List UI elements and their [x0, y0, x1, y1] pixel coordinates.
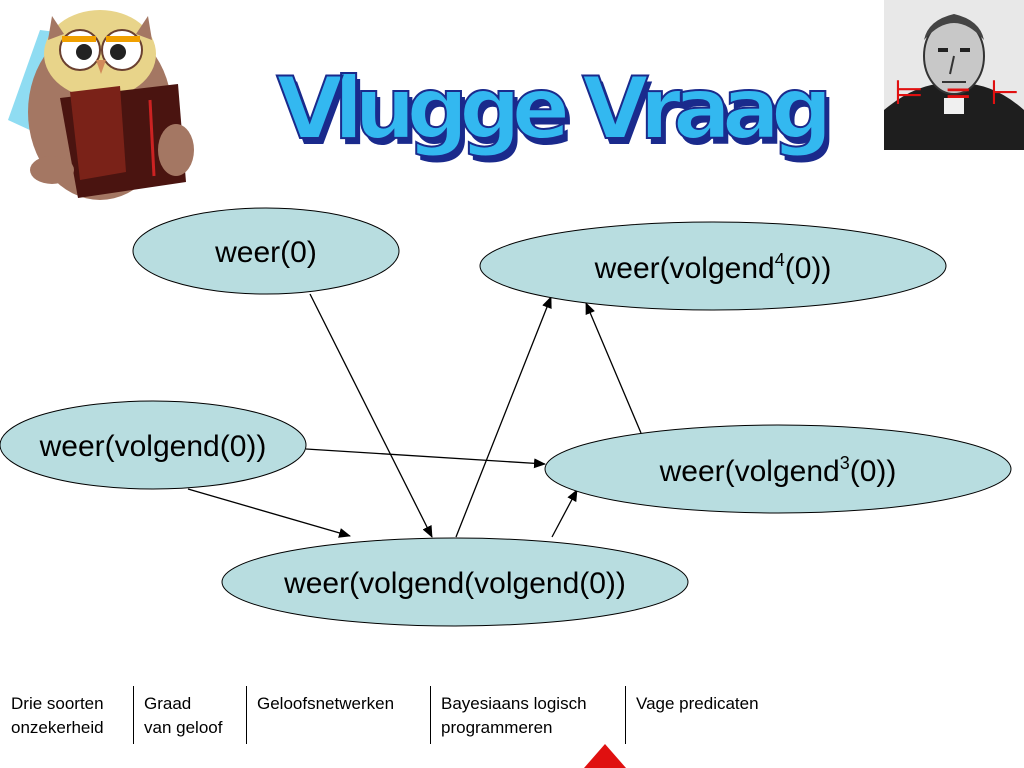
node-label: weer(volgend4(0)) [594, 250, 832, 285]
svg-text:Vlugge Vraag: Vlugge Vraag [276, 59, 826, 159]
node-shape [479, 221, 947, 311]
node-label: weer(volgend(volgend(0)) [283, 567, 626, 600]
slide-title: Vlugge Vraag Vlugge Vraag [275, 58, 839, 165]
edge-n2-to-n3 [551, 489, 578, 538]
current-section-marker-icon[interactable] [584, 744, 626, 768]
footer-item-line2: van geloof [144, 718, 223, 737]
edge-n1-to-n3 [305, 448, 546, 469]
node-weer-volgend-3: weer(volgend3(0)) [544, 424, 1012, 514]
models-symbol: ⊨ [894, 73, 924, 113]
node-shape [544, 424, 1012, 514]
footer-item-vage-predicaten[interactable]: Vage predicaten [636, 692, 759, 716]
portrait-image [884, 0, 1024, 150]
node-label: weer(0) [214, 236, 317, 269]
footer-item-line1: Drie soorten [11, 694, 104, 713]
footer-item-line1: Graad [144, 694, 192, 713]
footer-divider [625, 686, 626, 744]
node-shape [0, 400, 307, 490]
footer-item-geloofsnetwerken[interactable]: Geloofsnetwerken [257, 692, 394, 716]
node-label: weer(volgend(0)) [39, 430, 267, 463]
footer-item-line1: Geloofsnetwerken [257, 694, 395, 713]
diagram-edges [187, 293, 642, 538]
owl-reading-book-icon [8, 10, 194, 200]
footer-item-drie-soorten[interactable]: Drie soorten onzekerheid [11, 692, 104, 740]
footer-divider [430, 686, 431, 744]
node-weer-volgend-volgend-0: weer(volgend(volgend(0)) [221, 537, 689, 627]
footer-item-graad-van-geloof[interactable]: Graad van geloof [144, 692, 222, 740]
footer-item-line1: Bayesiaans logisch [441, 694, 587, 713]
edge-n0-to-n2 [309, 293, 433, 538]
footer-item-line2: programmeren [441, 718, 553, 737]
node-weer-0: weer(0) [132, 207, 400, 295]
footer-divider [246, 686, 247, 744]
node-weer-volgend-0: weer(volgend(0)) [0, 400, 307, 490]
edge-n2-to-n4 [455, 296, 552, 538]
node-label: weer(volgend3(0)) [659, 453, 897, 488]
footer-divider [133, 686, 134, 744]
footer-item-bayesiaans[interactable]: Bayesiaans logisch programmeren [441, 692, 587, 740]
edge-n3-to-n4 [585, 302, 642, 434]
svg-text:Vlugge Vraag: Vlugge Vraag [280, 65, 830, 165]
logic-symbols: ⊨ = ⊢ [894, 73, 1020, 113]
footer-item-line1: Vage predicaten [636, 694, 759, 713]
footer-navigation: Drie soorten onzekerheid Graad van geloo… [0, 686, 1024, 768]
node-shape [221, 537, 689, 627]
edge-n1-to-n2 [187, 488, 351, 538]
node-weer-volgend-4: weer(volgend4(0)) [479, 221, 947, 311]
node-shape [132, 207, 400, 295]
footer-item-line2: onzekerheid [11, 718, 104, 737]
equals-symbol: = [944, 73, 973, 113]
proves-symbol: ⊢ [990, 73, 1020, 113]
